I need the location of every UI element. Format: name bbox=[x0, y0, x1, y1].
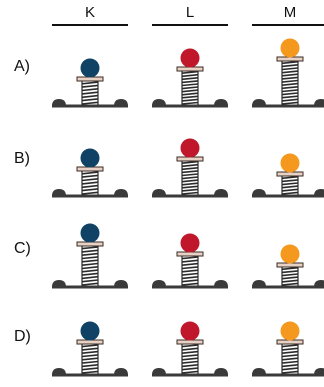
ground-bump-left bbox=[252, 368, 266, 375]
ground-bump-left bbox=[152, 368, 166, 375]
spring-top-plate bbox=[276, 339, 304, 345]
spring-coil bbox=[81, 340, 99, 374]
ground-base bbox=[52, 285, 128, 289]
column-label-k: K bbox=[85, 4, 95, 21]
ground-bump-left bbox=[152, 280, 166, 287]
spring-top-plate bbox=[176, 251, 204, 257]
spring-assembly-a-k bbox=[52, 58, 128, 108]
spring-coil bbox=[281, 57, 299, 105]
ground-bump-left bbox=[252, 280, 266, 287]
spring-top-plate bbox=[76, 76, 104, 82]
ground-bump-left bbox=[52, 99, 66, 106]
springs-layer bbox=[52, 38, 324, 377]
ball-l bbox=[180, 233, 200, 253]
ground-bump-right bbox=[114, 368, 128, 375]
spring-coil bbox=[81, 77, 99, 105]
ball-k bbox=[80, 58, 100, 78]
spring-coil bbox=[181, 157, 199, 195]
spring-assembly-c-k bbox=[52, 223, 128, 289]
ground-bump-right bbox=[214, 189, 228, 196]
row-labels: A) B) C) D) bbox=[14, 58, 31, 345]
ground-base bbox=[252, 373, 324, 377]
ground-bump-right bbox=[314, 99, 324, 106]
ground-bump-right bbox=[214, 368, 228, 375]
spring-coil bbox=[281, 340, 299, 374]
ground-bump-left bbox=[52, 368, 66, 375]
spring-top-plate bbox=[76, 339, 104, 345]
spring-top-plate bbox=[276, 171, 304, 177]
ground-bump-right bbox=[214, 280, 228, 287]
ball-m bbox=[280, 244, 300, 264]
spring-coil bbox=[81, 242, 99, 286]
spring-top-plate bbox=[76, 241, 104, 247]
ground-base bbox=[152, 285, 228, 289]
spring-assembly-d-l bbox=[152, 321, 228, 377]
row-label-d: D) bbox=[14, 328, 31, 345]
ground-bump-right bbox=[314, 189, 324, 196]
ground-base bbox=[252, 104, 324, 108]
spring-coil bbox=[181, 340, 199, 374]
spring-assembly-b-k bbox=[52, 148, 128, 198]
column-label-m: M bbox=[284, 4, 297, 21]
spring-top-plate bbox=[176, 339, 204, 345]
ball-m bbox=[280, 38, 300, 58]
ball-k bbox=[80, 321, 100, 341]
ground-base bbox=[252, 194, 324, 198]
ground-bump-left bbox=[52, 189, 66, 196]
spring-assembly-c-l bbox=[152, 233, 228, 289]
ground-bump-left bbox=[252, 99, 266, 106]
spring-coil bbox=[281, 172, 299, 195]
spring-assembly-a-l bbox=[152, 48, 228, 108]
ground-bump-right bbox=[114, 189, 128, 196]
ground-bump-left bbox=[52, 280, 66, 287]
ball-l bbox=[180, 48, 200, 68]
spring-coil bbox=[81, 167, 99, 195]
spring-assembly-d-m bbox=[252, 321, 324, 377]
ground-bump-right bbox=[114, 99, 128, 106]
ground-bump-right bbox=[114, 280, 128, 287]
ground-bump-left bbox=[152, 189, 166, 196]
spring-coil bbox=[281, 263, 299, 286]
row-label-c: C) bbox=[14, 240, 31, 257]
spring-top-plate bbox=[176, 156, 204, 162]
column-label-l: L bbox=[186, 4, 194, 21]
spring-top-plate bbox=[76, 166, 104, 172]
ground-base bbox=[52, 373, 128, 377]
row-label-a: A) bbox=[14, 58, 30, 75]
spring-assembly-d-k bbox=[52, 321, 128, 377]
row-label-b: B) bbox=[14, 150, 30, 167]
ground-base bbox=[152, 104, 228, 108]
ground-bump-right bbox=[214, 99, 228, 106]
spring-assembly-b-l bbox=[152, 138, 228, 198]
ground-base bbox=[52, 104, 128, 108]
spring-top-plate bbox=[276, 262, 304, 268]
ground-bump-right bbox=[314, 280, 324, 287]
spring-top-plate bbox=[176, 66, 204, 72]
spring-top-plate bbox=[276, 56, 304, 62]
ball-l bbox=[180, 138, 200, 158]
ball-l bbox=[180, 321, 200, 341]
ball-m bbox=[280, 321, 300, 341]
ground-base bbox=[252, 285, 324, 289]
ball-k bbox=[80, 223, 100, 243]
ground-base bbox=[152, 373, 228, 377]
ball-k bbox=[80, 148, 100, 168]
ground-bump-right bbox=[314, 368, 324, 375]
ground-bump-left bbox=[252, 189, 266, 196]
spring-assembly-a-m bbox=[252, 38, 324, 108]
ball-m bbox=[280, 153, 300, 173]
ground-bump-left bbox=[152, 99, 166, 106]
spring-assembly-c-m bbox=[252, 244, 324, 289]
spring-coil bbox=[181, 252, 199, 286]
ground-base bbox=[152, 194, 228, 198]
spring-coil bbox=[181, 67, 199, 105]
ground-base bbox=[52, 194, 128, 198]
spring-assembly-b-m bbox=[252, 153, 324, 198]
column-headers: K L M bbox=[52, 4, 324, 26]
